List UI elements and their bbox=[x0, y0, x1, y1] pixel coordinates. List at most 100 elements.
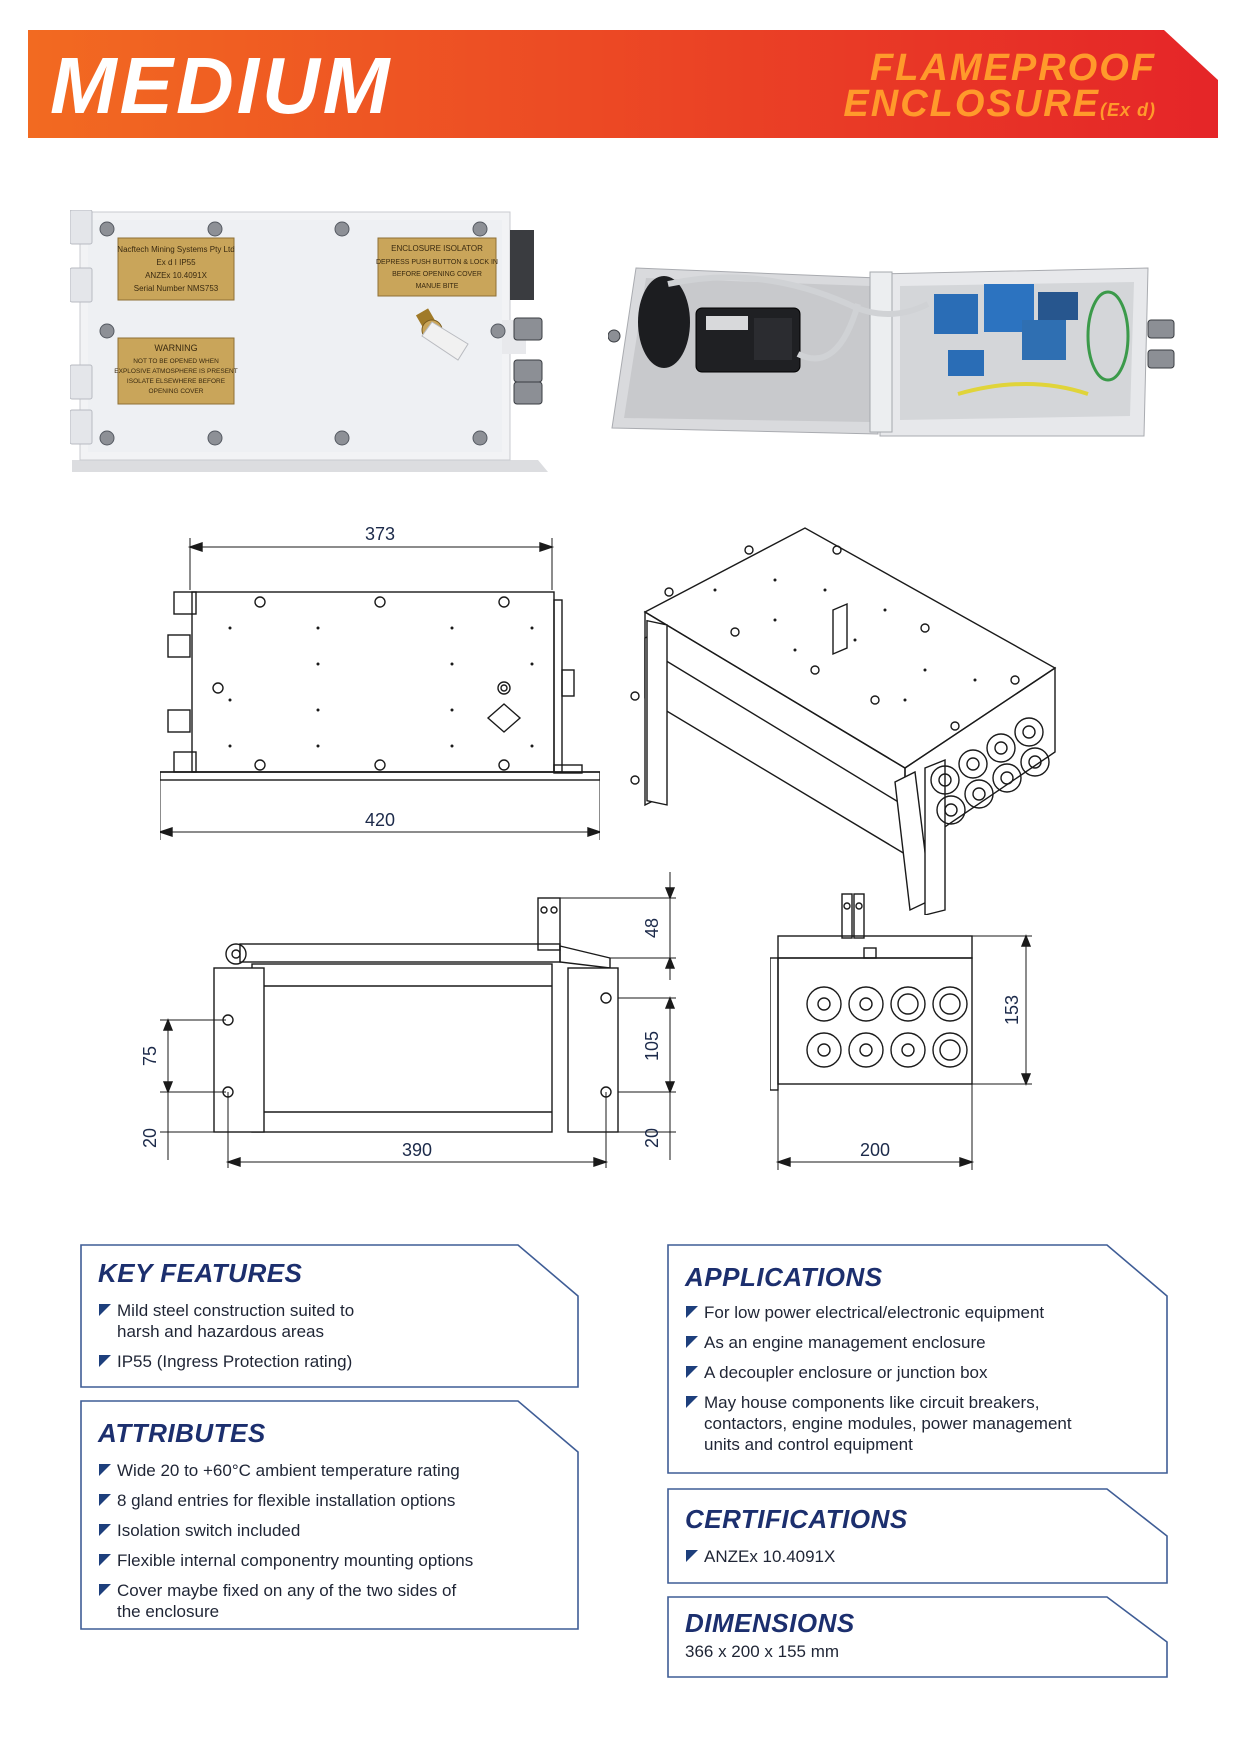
application-4-line-1: May house components like circuit breake… bbox=[704, 1393, 1040, 1412]
list-item: IP55 (Ingress Protection rating) bbox=[98, 1351, 354, 1372]
bullet-triangle-icon bbox=[99, 1304, 111, 1316]
attribute-4: Flexible internal componentry mounting o… bbox=[117, 1551, 474, 1570]
certification-1: ANZEx 10.4091X bbox=[704, 1547, 836, 1566]
control-module bbox=[695, 307, 801, 373]
certifications-title: CERTIFICATIONS bbox=[685, 1504, 908, 1534]
list-item: A decoupler enclosure or junction box bbox=[685, 1362, 1072, 1383]
list-item: Isolation switch included bbox=[98, 1520, 473, 1541]
applications-list: For low power electrical/electronic equi… bbox=[685, 1302, 1072, 1464]
dim-front-right-20: 20 bbox=[642, 1128, 662, 1148]
bullet-triangle-icon bbox=[99, 1554, 111, 1566]
photo-closed-enclosure: Nacftech Mining Systems Pty Ltd Ex d I I… bbox=[69, 209, 550, 475]
key-features-title: KEY FEATURES bbox=[98, 1258, 303, 1288]
bullet-triangle-icon bbox=[99, 1584, 111, 1596]
dim-front-left-20: 20 bbox=[140, 1128, 160, 1148]
key-features-list: Mild steel construction suited to harsh a… bbox=[98, 1300, 354, 1381]
attributes-list: Wide 20 to +60°C ambient temperature rat… bbox=[98, 1460, 473, 1631]
applications-box: APPLICATIONS For low power electrical/el… bbox=[667, 1244, 1169, 1474]
bullet-triangle-icon bbox=[99, 1355, 111, 1367]
page-subtitle: FLAMEPROOF ENCLOSURE(Ex d) bbox=[843, 47, 1156, 128]
dim-front-75: 75 bbox=[140, 1046, 160, 1066]
cable-glands bbox=[513, 317, 543, 405]
application-1: For low power electrical/electronic equi… bbox=[704, 1303, 1045, 1322]
nameplate-top-left: Nacftech Mining Systems Pty Ltd Ex d I I… bbox=[117, 237, 235, 301]
certifications-box: CERTIFICATIONS ANZEx 10.4091X bbox=[667, 1488, 1169, 1584]
nameplate-warning: WARNING NOT TO BE OPENED WHEN EXPLOSIVE … bbox=[114, 337, 238, 405]
dim-front-48: 48 bbox=[642, 918, 662, 938]
attribute-3: Isolation switch included bbox=[117, 1521, 301, 1540]
list-item: Cover maybe fixed on any of the two side… bbox=[98, 1580, 473, 1622]
dimensions-title: DIMENSIONS bbox=[685, 1608, 855, 1638]
applications-frame bbox=[667, 1244, 1168, 1474]
application-4-line-3: units and control equipment bbox=[704, 1435, 913, 1454]
subtitle-line-1: FLAMEPROOF bbox=[870, 47, 1156, 89]
list-item: As an engine management enclosure bbox=[685, 1332, 1072, 1353]
dim-side-200: 200 bbox=[860, 1140, 890, 1160]
plate3-line-5: OPENING COVER bbox=[149, 388, 204, 395]
bullet-triangle-icon bbox=[99, 1494, 111, 1506]
attribute-2: 8 gland entries for flexible installatio… bbox=[117, 1491, 456, 1510]
certifications-frame bbox=[667, 1488, 1168, 1584]
gland-entries bbox=[806, 986, 968, 1068]
drawing-front-view: 48 105 20 75 20 390 bbox=[140, 868, 700, 1178]
dimensions-box: DIMENSIONS 366 x 200 x 155 mm bbox=[667, 1596, 1169, 1678]
list-item: Flexible internal componentry mounting o… bbox=[98, 1550, 473, 1571]
drawing-isometric-view bbox=[625, 520, 1065, 916]
bullet-triangle-icon bbox=[686, 1336, 698, 1348]
attributes-frame bbox=[80, 1400, 579, 1630]
dimensions-frame bbox=[667, 1596, 1168, 1678]
certifications-list: ANZEx 10.4091X bbox=[685, 1546, 835, 1576]
list-item: Mild steel construction suited to harsh a… bbox=[98, 1300, 354, 1342]
drawing-top-view: 373 420 bbox=[157, 520, 603, 860]
attribute-5-line-1: Cover maybe fixed on any of the two side… bbox=[117, 1581, 457, 1600]
page-title: MEDIUM bbox=[50, 41, 393, 130]
bullet-triangle-icon bbox=[99, 1524, 111, 1536]
dim-front-105: 105 bbox=[642, 1031, 662, 1061]
key-feature-2-line-1: IP55 (Ingress Protection rating) bbox=[117, 1352, 353, 1371]
subtitle-exd: (Ex d) bbox=[1099, 100, 1156, 120]
subtitle-line-2: ENCLOSURE(Ex d) bbox=[843, 85, 1156, 128]
application-4-line-2: contactors, engine modules, power manage… bbox=[704, 1414, 1072, 1433]
list-item: 8 gland entries for flexible installatio… bbox=[98, 1490, 473, 1511]
attribute-5-line-2: the enclosure bbox=[117, 1602, 220, 1621]
attributes-box: ATTRIBUTES Wide 20 to +60°C ambient temp… bbox=[80, 1400, 580, 1630]
isolator-knob bbox=[415, 308, 469, 361]
attributes-title: ATTRIBUTES bbox=[98, 1418, 266, 1448]
plate2-line-1: ENCLOSURE ISOLATOR bbox=[391, 244, 483, 253]
attribute-1: Wide 20 to +60°C ambient temperature rat… bbox=[117, 1461, 460, 1480]
dim-side-153: 153 bbox=[1002, 995, 1022, 1025]
bullet-triangle-icon bbox=[686, 1306, 698, 1318]
photo-open-enclosure bbox=[607, 264, 1188, 440]
key-feature-1-line-2: harsh and hazardous areas bbox=[117, 1322, 324, 1341]
plate3-line-3: EXPLOSIVE ATMOSPHERE IS PRESENT bbox=[114, 368, 237, 375]
list-item: Wide 20 to +60°C ambient temperature rat… bbox=[98, 1460, 473, 1481]
plate1-line-4: Serial Number NMS753 bbox=[134, 284, 219, 293]
applications-title: APPLICATIONS bbox=[685, 1262, 883, 1292]
bullet-triangle-icon bbox=[686, 1396, 698, 1408]
plate3-line-4: ISOLATE ELSEWHERE BEFORE bbox=[127, 378, 226, 385]
terminal-boards bbox=[934, 284, 1078, 376]
plate1-line-3: ANZEx 10.4091X bbox=[145, 271, 207, 280]
dim-front-390: 390 bbox=[402, 1140, 432, 1160]
bullet-triangle-icon bbox=[99, 1464, 111, 1476]
drawing-side-view: 153 200 bbox=[769, 888, 1040, 1173]
black-cable-bundle bbox=[638, 276, 690, 368]
bullet-triangle-icon bbox=[686, 1550, 698, 1562]
bullet-triangle-icon bbox=[686, 1366, 698, 1378]
key-feature-1-line-1: Mild steel construction suited to bbox=[117, 1301, 355, 1320]
list-item: For low power electrical/electronic equi… bbox=[685, 1302, 1072, 1323]
header-background bbox=[28, 30, 1218, 138]
plate3-line-2: NOT TO BE OPENED WHEN bbox=[133, 358, 219, 365]
plate1-line-1: Nacftech Mining Systems Pty Ltd bbox=[117, 245, 234, 254]
list-item: ANZEx 10.4091X bbox=[685, 1546, 835, 1567]
dim-top-width: 373 bbox=[365, 524, 395, 544]
application-2: As an engine management enclosure bbox=[704, 1333, 986, 1352]
plate1-line-2: Ex d I IP55 bbox=[156, 258, 196, 267]
plate2-line-2: DEPRESS PUSH BUTTON & LOCK IN bbox=[376, 259, 498, 266]
key-features-box: KEY FEATURES Mild steel construction sui… bbox=[80, 1244, 580, 1388]
key-features-frame bbox=[80, 1244, 579, 1388]
application-3: A decoupler enclosure or junction box bbox=[704, 1363, 988, 1382]
plate2-line-3: BEFORE OPENING COVER bbox=[392, 271, 482, 278]
plate3-line-1: WARNING bbox=[154, 343, 197, 353]
plate2-line-4: MANUE BITE bbox=[416, 283, 459, 290]
